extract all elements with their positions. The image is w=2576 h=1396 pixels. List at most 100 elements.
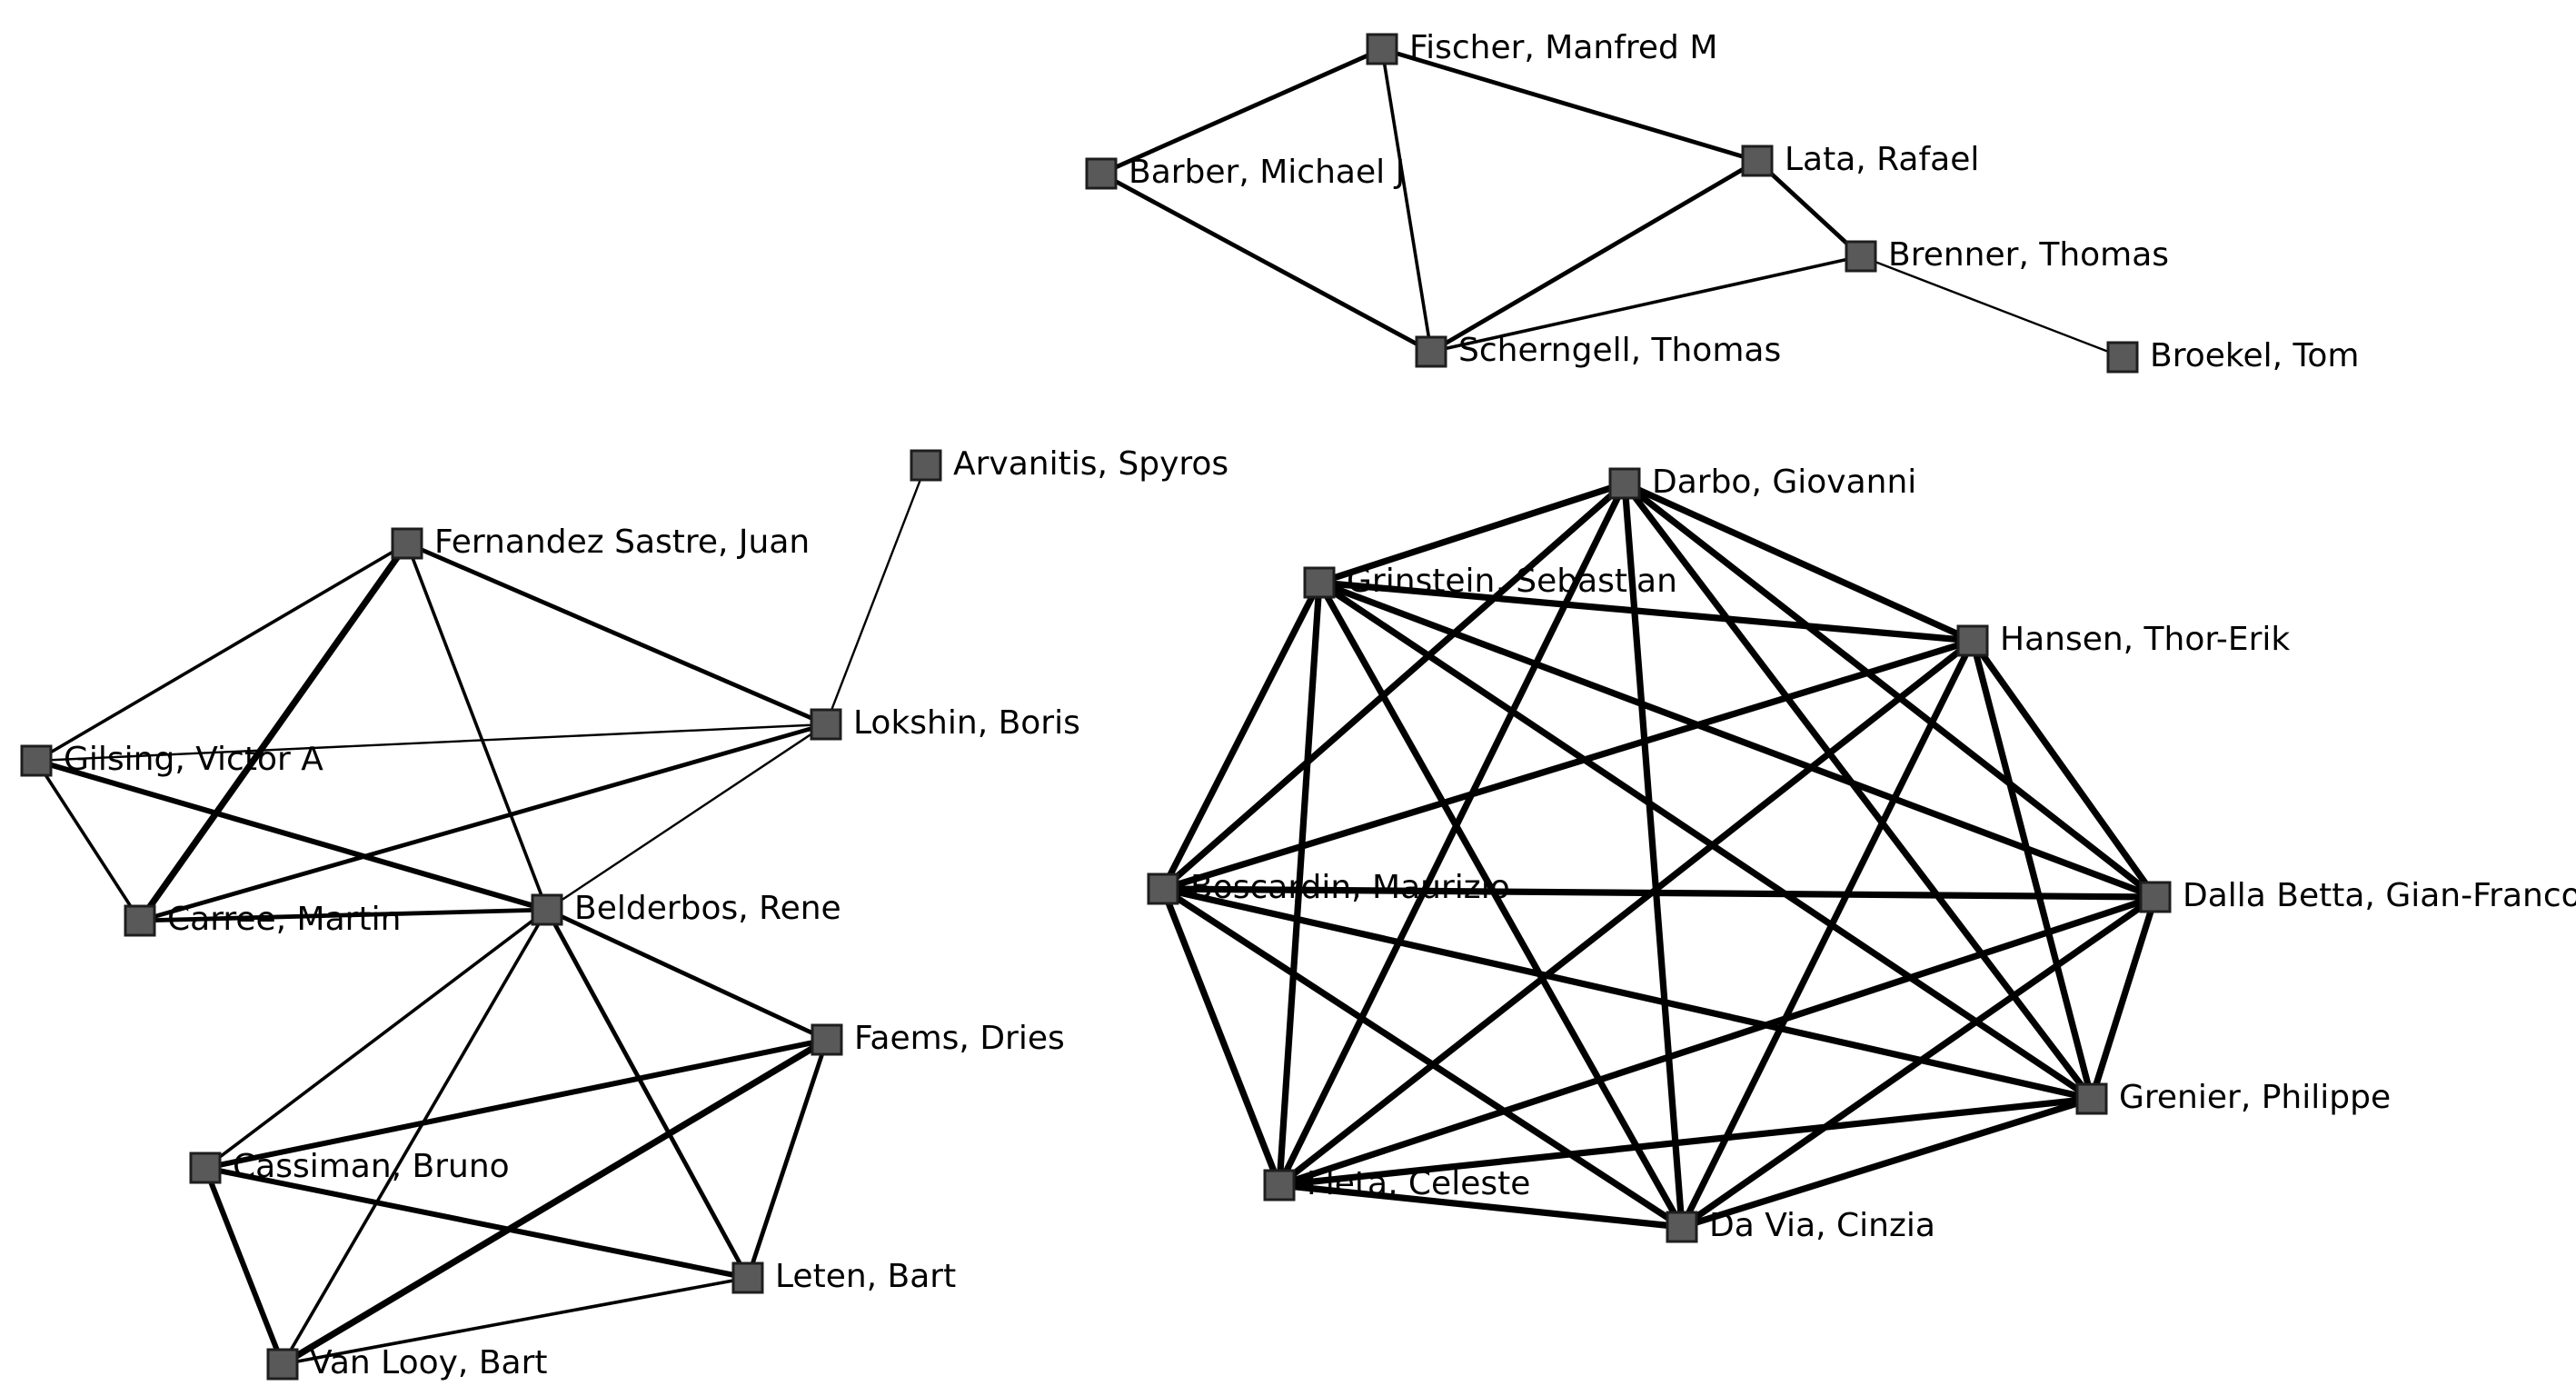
node-marker[interactable]	[1608, 467, 1641, 500]
node-scherngell[interactable]: Scherngell, Thomas	[1415, 332, 1781, 369]
node-dallabetta[interactable]: Dalla Betta, Gian-Franco	[2139, 877, 2576, 914]
node-label: Van Looy, Bart	[310, 1344, 548, 1381]
node-label: Hansen, Thor-Erik	[2000, 621, 2290, 658]
node-label: Grinstein, Sebastian	[1347, 563, 1677, 600]
node-marker[interactable]	[2106, 341, 2139, 374]
edge-carree-lokshin	[139, 722, 827, 923]
node-marker[interactable]	[1303, 566, 1336, 599]
node-grinstein[interactable]: Grinstein, Sebastian	[1303, 563, 1677, 600]
edge-arvanitis-lokshin	[824, 464, 928, 725]
node-marker[interactable]	[189, 1152, 222, 1184]
edge-grenier-davia	[1680, 1095, 2094, 1231]
node-marker[interactable]	[1956, 624, 1989, 657]
edge-fischer-scherngell	[1380, 48, 1433, 353]
edge-boscardin-davia	[1161, 885, 1684, 1231]
node-gilsing[interactable]: Gilsing, Victor A	[20, 741, 323, 778]
node-marker[interactable]	[266, 1348, 299, 1381]
edge-darbo-boscardin	[1160, 481, 1627, 892]
node-fischer[interactable]: Fischer, Manfred M	[1366, 29, 1717, 66]
node-marker[interactable]	[1741, 145, 1774, 177]
edge-lata-brenner	[1755, 159, 1863, 258]
edge-cassiman-leten	[204, 1165, 749, 1281]
edge-barber-scherngell	[1099, 171, 1433, 354]
node-label: Fernandez Sastre, Juan	[434, 524, 810, 561]
node-lata[interactable]: Lata, Rafael	[1741, 141, 1979, 178]
node-label: Boscardin, Maurizio	[1190, 869, 1510, 906]
edge-fernandez-carree	[137, 541, 410, 923]
edge-lokshin-belderbos	[546, 723, 827, 911]
node-barber[interactable]: Barber, Michael J	[1085, 154, 1405, 191]
node-lokshin[interactable]: Lokshin, Boris	[810, 704, 1080, 742]
node-vanlooy[interactable]: Van Looy, Bart	[266, 1344, 548, 1381]
node-marker[interactable]	[1085, 157, 1118, 190]
node-belderbos[interactable]: Belderbos, Rene	[531, 890, 841, 927]
node-marker[interactable]	[811, 1023, 843, 1056]
edge-darbo-grinstein	[1318, 480, 1626, 586]
node-marker[interactable]	[1147, 872, 1179, 905]
nodes-layer: Fischer, Manfred M Barber, Michael J Lata,…	[20, 29, 2576, 1381]
edge-lata-scherngell	[1429, 158, 1759, 354]
edge-cassiman-vanlooy	[203, 1166, 285, 1366]
edge-leten-vanlooy	[282, 1276, 749, 1366]
node-boscardin[interactable]: Boscardin, Maurizio	[1147, 869, 1510, 906]
node-fernandez[interactable]: Fernandez Sastre, Juan	[391, 524, 810, 561]
edge-hansen-dallabetta	[1970, 638, 2158, 900]
edge-gilsing-lokshin	[35, 723, 827, 763]
node-marker[interactable]	[731, 1261, 764, 1294]
edge-hansen-boscardin	[1161, 637, 1974, 892]
edge-fernandez-gilsing	[35, 542, 408, 763]
node-arvanitis[interactable]: Arvanitis, Spyros	[910, 445, 1228, 483]
node-fleta[interactable]: Fleta, Celeste	[1263, 1165, 1530, 1202]
node-label: Scherngell, Thomas	[1458, 332, 1781, 369]
node-marker[interactable]	[1366, 33, 1398, 65]
node-label: Brenner, Thomas	[1888, 236, 2169, 274]
edge-grinstein-grenier	[1317, 580, 2094, 1102]
node-marker[interactable]	[124, 904, 156, 937]
node-brenner[interactable]: Brenner, Thomas	[1845, 236, 2169, 274]
node-marker[interactable]	[1263, 1169, 1296, 1202]
node-marker[interactable]	[2075, 1082, 2108, 1115]
node-label: Gilsing, Victor A	[64, 741, 323, 778]
edge-darbo-dallabetta	[1622, 481, 2158, 900]
node-label: Leten, Bart	[775, 1258, 956, 1295]
node-marker[interactable]	[1845, 240, 1877, 273]
node-marker[interactable]	[391, 527, 423, 560]
edge-belderbos-faems	[545, 907, 829, 1042]
node-label: Cassiman, Bruno	[233, 1148, 510, 1185]
node-davia[interactable]: Da Via, Cinzia	[1666, 1207, 1935, 1244]
node-label: Arvanitis, Spyros	[953, 445, 1228, 483]
node-cassiman[interactable]: Cassiman, Bruno	[189, 1148, 510, 1185]
node-label: Fleta, Celeste	[1307, 1165, 1530, 1202]
node-label: Darbo, Giovanni	[1652, 464, 1916, 501]
node-carree[interactable]: Carree, Martin	[124, 901, 401, 938]
edge-boscardin-fleta	[1159, 887, 1283, 1187]
node-marker[interactable]	[1415, 335, 1447, 368]
node-label: Carree, Martin	[167, 901, 401, 938]
node-label: Lokshin, Boris	[853, 704, 1080, 742]
edge-faems-vanlooy	[281, 1036, 829, 1368]
edge-hansen-fleta	[1277, 638, 1975, 1188]
edge-dallabetta-fleta	[1278, 893, 2157, 1189]
node-grenier[interactable]: Grenier, Philippe	[2075, 1079, 2391, 1116]
node-label: Faems, Dries	[854, 1020, 1065, 1057]
edge-faems-leten	[745, 1039, 830, 1279]
node-marker[interactable]	[2139, 881, 2172, 913]
node-leten[interactable]: Leten, Bart	[731, 1258, 956, 1295]
edges-layer	[35, 46, 2159, 1368]
node-marker[interactable]	[810, 708, 842, 741]
node-darbo[interactable]: Darbo, Giovanni	[1608, 464, 1916, 501]
node-hansen[interactable]: Hansen, Thor-Erik	[1956, 621, 2290, 658]
edge-brenner-broekel	[1860, 254, 2123, 359]
edge-fischer-barber	[1100, 46, 1383, 176]
edge-boscardin-dallabetta	[1162, 885, 2156, 901]
node-marker[interactable]	[20, 744, 53, 777]
node-faems[interactable]: Faems, Dries	[811, 1020, 1065, 1057]
node-broekel[interactable]: Broekel, Tom	[2106, 337, 2359, 374]
node-label: Lata, Rafael	[1785, 141, 1979, 178]
node-marker[interactable]	[910, 449, 942, 482]
node-label: Broekel, Tom	[2150, 337, 2359, 374]
node-marker[interactable]	[1666, 1211, 1698, 1243]
node-marker[interactable]	[531, 893, 563, 926]
edge-darbo-hansen	[1623, 480, 1974, 644]
